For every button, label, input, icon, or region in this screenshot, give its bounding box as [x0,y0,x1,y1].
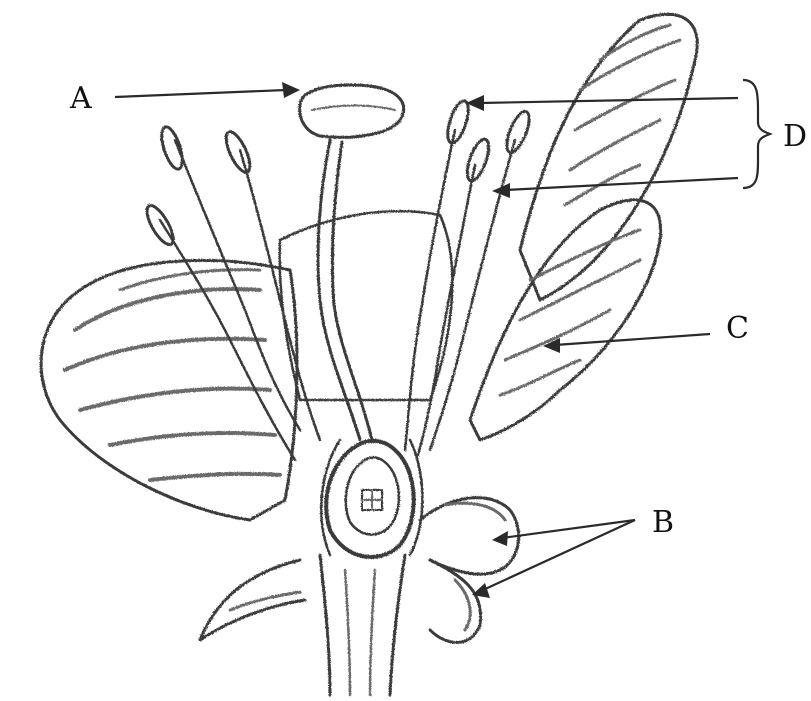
petal-center [280,211,453,400]
stalk [320,555,405,695]
label-a: A [70,84,92,114]
stamens-right [405,99,534,455]
petal-back-right [520,14,697,300]
label-d: D [783,122,807,152]
pistil-style [300,85,404,440]
petal-right [470,200,661,440]
label-c: C [726,314,749,344]
pointer-b [472,520,635,598]
pointer-d-bottom [492,178,738,198]
label-b: B [652,508,674,538]
pointer-a [115,82,300,98]
pointer-d-top [466,95,738,111]
petal-left [41,260,297,520]
pointer-c [543,334,710,353]
ovary [321,440,422,557]
bracket-d [743,80,770,188]
